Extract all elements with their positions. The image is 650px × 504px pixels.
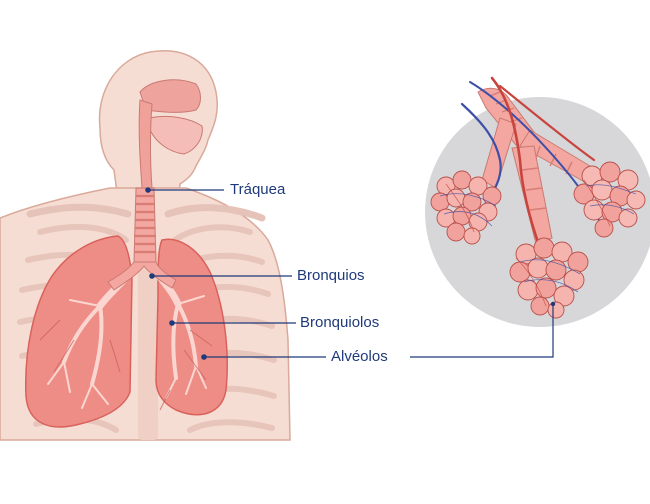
label-alveoli: Alvéolos [331,348,388,365]
label-bronchioles: Bronquiolos [300,314,380,331]
alveolar-sac-right [573,161,646,238]
capillary-net-red [445,179,611,307]
nasal-cavity [139,79,201,113]
spine [138,250,158,440]
leader-alveoli-magnifier [410,304,554,358]
label-trachea: Tráquea [230,181,286,198]
label-bronchi: Bronquios [297,267,365,284]
pharynx [138,99,153,189]
artery [490,76,542,250]
clavicle-right [164,204,266,222]
leader-lines [145,187,326,360]
capillary-net [439,184,637,293]
clavicle-left [26,203,132,218]
alveoli-magnifier [410,76,650,358]
artery-2 [498,84,596,162]
mouth-cavity [149,115,203,155]
bronchiole-veins [39,319,213,411]
alveolar-sac-left [430,170,502,245]
main-bronchi [107,261,177,291]
trachea [107,187,177,291]
